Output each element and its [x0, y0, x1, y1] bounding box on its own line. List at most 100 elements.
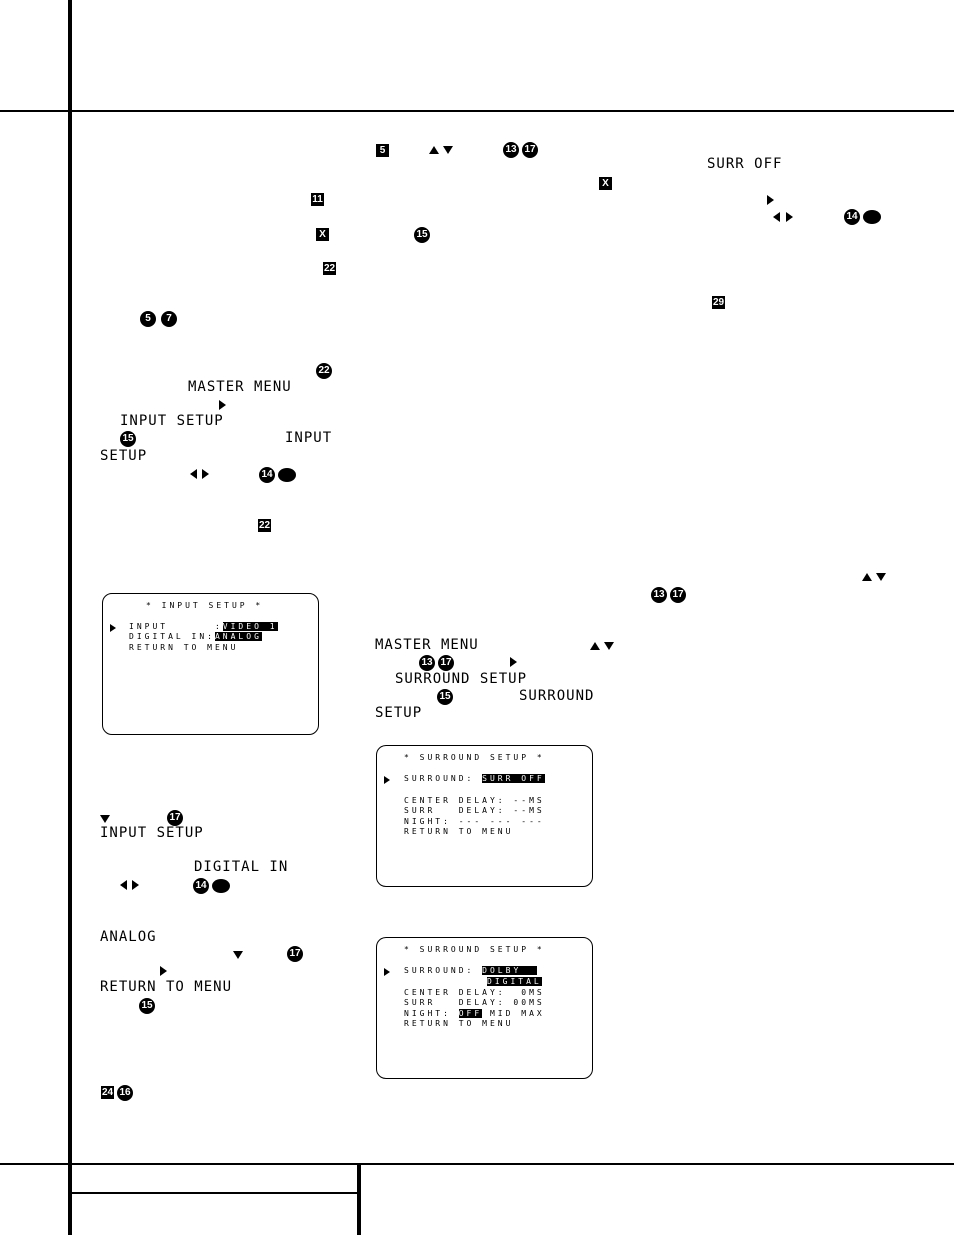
arrow-down-icon — [604, 642, 614, 650]
setup-label: SETUP — [100, 448, 148, 464]
screen-surround-value-1: DOLBY — [482, 966, 537, 975]
filled-dot-icon — [863, 210, 881, 224]
icon-box-11: 11 — [311, 193, 324, 206]
screen-surround-label: SURROUND: — [404, 966, 483, 975]
screen-row-surround-2: DIGITAL — [487, 977, 542, 987]
digital-in-label: DIGITAL IN — [194, 859, 289, 875]
arrow-left-icon — [773, 212, 780, 222]
surround-setup-screen-2: * SURROUND SETUP * SURROUND: DOLBY DIGIT… — [376, 937, 593, 1079]
analog-label: ANALOG — [100, 929, 157, 945]
screen-input-label: INPUT : — [129, 622, 223, 631]
surround-setup-label: SURROUND SETUP — [395, 671, 528, 687]
master-menu-label: MASTER MENU — [188, 379, 292, 395]
arrow-down-icon — [100, 815, 110, 823]
master-menu-label-2: MASTER MENU — [375, 637, 479, 653]
arrow-up-icon — [590, 642, 600, 650]
footer-rule — [0, 1163, 954, 1165]
icon-box-22: 22 — [258, 519, 271, 532]
arrow-right-icon — [219, 400, 226, 410]
input-setup-label: INPUT SETUP — [120, 413, 224, 429]
icon-circle-15: 15 — [139, 998, 155, 1014]
icon-circle-17: 17 — [167, 810, 183, 826]
icon-box-29: 29 — [712, 296, 725, 309]
screen-surround-value: SURR OFF — [482, 774, 545, 783]
screen-row-surround: SURROUND: DOLBY — [404, 966, 537, 976]
icon-box-22: 22 — [323, 262, 336, 275]
icon-box-x: X — [599, 177, 612, 190]
screen-surround-label: SURROUND: — [404, 774, 483, 783]
arrow-right-icon — [786, 212, 793, 222]
icon-circle-14: 14 — [259, 467, 275, 483]
screen-row-surround: SURROUND: SURR OFF — [404, 774, 545, 784]
input-label: INPUT — [285, 430, 333, 446]
arrow-up-icon — [862, 573, 872, 581]
filled-dot-icon — [278, 468, 296, 482]
arrow-up-icon — [429, 146, 439, 154]
left-margin-rule — [68, 0, 72, 1235]
screen-row-center: CENTER DELAY: --MS — [404, 796, 545, 805]
icon-circle-17: 17 — [670, 587, 686, 603]
icon-circle-17: 17 — [522, 142, 538, 158]
icon-circle-22: 22 — [316, 363, 332, 379]
cursor-arrow-icon — [384, 968, 390, 976]
filled-dot-icon — [212, 879, 230, 893]
icon-box-5: 5 — [376, 144, 389, 157]
icon-circle-7: 7 — [161, 311, 177, 327]
screen-row-night: NIGHT: OFF MID MAX — [404, 1009, 545, 1019]
surround-setup-screen-1: * SURROUND SETUP * SURROUND: SURR OFF CE… — [376, 745, 593, 887]
icon-circle-16: 16 — [117, 1085, 133, 1101]
screen-title: * INPUT SETUP * — [146, 601, 264, 610]
cursor-arrow-icon — [384, 776, 390, 784]
screen-row-night: NIGHT: --- --- --- — [404, 817, 545, 826]
arrow-left-icon — [120, 880, 127, 890]
screen-row-return: RETURN TO MENU — [404, 827, 514, 836]
arrow-right-icon — [160, 966, 167, 976]
screen-title: * SURROUND SETUP * — [404, 753, 545, 762]
screen-row-center: CENTER DELAY: 0MS — [404, 988, 545, 997]
screen-digital-label: DIGITAL IN: — [129, 632, 215, 641]
arrow-right-icon — [132, 880, 139, 890]
screen-row-input: INPUT :VIDEO 1 — [129, 622, 278, 632]
arrow-down-icon — [233, 951, 243, 959]
surround-label: SURROUND — [519, 688, 595, 704]
icon-circle-13: 13 — [419, 655, 435, 671]
icon-circle-14: 14 — [193, 878, 209, 894]
icon-circle-14: 14 — [844, 209, 860, 225]
icon-box-24: 24 — [101, 1086, 114, 1099]
icon-circle-17: 17 — [287, 946, 303, 962]
input-setup-label-2: INPUT SETUP — [100, 825, 204, 841]
icon-circle-15: 15 — [414, 227, 430, 243]
input-setup-screen: * INPUT SETUP * INPUT :VIDEO 1 DIGITAL I… — [102, 593, 319, 735]
arrow-right-icon — [510, 657, 517, 667]
return-to-menu-label: RETURN TO MENU — [100, 979, 233, 995]
screen-row-return: RETURN TO MENU — [129, 643, 239, 652]
footer-inner-rule — [72, 1192, 358, 1194]
screen-row-surr: SURR DELAY: 00MS — [404, 998, 545, 1007]
icon-circle-5: 5 — [140, 311, 156, 327]
arrow-down-icon — [443, 146, 453, 154]
screen-row-return: RETURN TO MENU — [404, 1019, 514, 1028]
header-rule — [0, 110, 954, 112]
icon-circle-17: 17 — [438, 655, 454, 671]
screen-night-off: OFF — [458, 1009, 483, 1018]
screen-night-label: NIGHT: — [404, 1009, 459, 1018]
screen-row-surr: SURR DELAY: --MS — [404, 806, 545, 815]
cursor-arrow-icon — [110, 624, 116, 632]
icon-circle-13: 13 — [651, 587, 667, 603]
arrow-left-icon — [190, 469, 197, 479]
screen-title: * SURROUND SETUP * — [404, 945, 545, 954]
screen-night-rest: MID MAX — [482, 1009, 545, 1018]
screen-input-value: VIDEO 1 — [222, 622, 278, 631]
arrow-down-icon — [876, 573, 886, 581]
icon-box-x: X — [316, 228, 329, 241]
icon-circle-15: 15 — [437, 689, 453, 705]
arrow-right-icon — [202, 469, 209, 479]
icon-circle-13: 13 — [503, 142, 519, 158]
footer-divider — [357, 1163, 361, 1235]
setup-label-2: SETUP — [375, 705, 423, 721]
screen-surround-value-2: DIGITAL — [487, 977, 542, 986]
surr-off-label: SURR OFF — [707, 156, 783, 172]
screen-row-digital: DIGITAL IN:ANALOG — [129, 632, 262, 642]
screen-digital-value: ANALOG — [214, 632, 262, 641]
arrow-right-icon — [767, 195, 774, 205]
